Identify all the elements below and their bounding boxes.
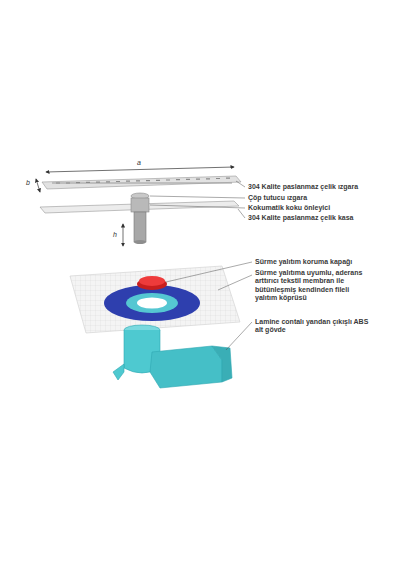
dimension-label: h	[113, 231, 121, 239]
part-label: 304 Kalite paslanmaz çelik ızgara	[248, 183, 388, 191]
part-label: Sürme yalıtım koruma kapağı	[255, 258, 380, 266]
part-label: Sürme yalıtıma uyumlu, aderans arttırıcı…	[255, 269, 370, 303]
dimension-label: b	[26, 179, 34, 187]
part-label: 304 Kalite paslanmaz çelik kasa	[248, 214, 388, 222]
part-label: Çöp tutucu ızgara	[248, 194, 388, 202]
dimension-label: a	[137, 159, 147, 167]
part-label: Kokumatik koku önleyici	[248, 204, 388, 212]
part-label: Lamine contalı yandan çıkışlı ABS alt gö…	[255, 318, 370, 335]
